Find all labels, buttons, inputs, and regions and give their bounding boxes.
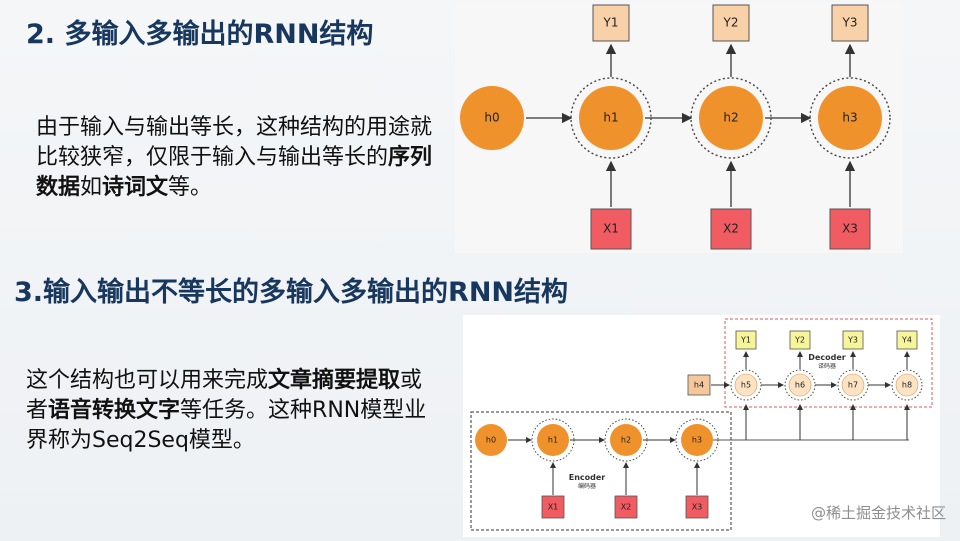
decoder-output-label-y4: Y4 bbox=[901, 336, 912, 345]
output-label-y3: Y3 bbox=[842, 16, 858, 30]
encoder-ring-h3 bbox=[675, 418, 719, 462]
input-box-x1 bbox=[590, 208, 632, 250]
decoder-subtitle: 译码器 bbox=[818, 362, 836, 370]
encoder-input-x2 bbox=[614, 495, 638, 519]
section-3-title: 3.输入输出不等长的多输入多输出的RNN结构 bbox=[14, 277, 569, 308]
input-label-x1: X1 bbox=[603, 222, 619, 236]
section-3-paragraph-segment-emphasis: 文章摘要提取 bbox=[268, 368, 401, 393]
encoder-node-h0 bbox=[475, 424, 507, 456]
encoder-subtitle: 编码器 bbox=[578, 482, 596, 490]
encoder-node-h2 bbox=[610, 424, 642, 456]
input-label-x3: X3 bbox=[842, 222, 858, 236]
encoder-node-h1 bbox=[537, 424, 569, 456]
decoder-node-h7 bbox=[841, 373, 865, 397]
decoder-output-label-y2: Y2 bbox=[794, 336, 805, 345]
encoder-node-label-h3: h3 bbox=[692, 436, 702, 445]
decoder-context-label: h4 bbox=[694, 381, 704, 390]
decoder-ring-h8 bbox=[891, 369, 923, 401]
encoder-node-label-h2: h2 bbox=[621, 436, 631, 445]
output-label-y2: Y2 bbox=[723, 16, 739, 30]
output-label-y1: Y1 bbox=[603, 16, 619, 30]
decoder-node-label-h8: h8 bbox=[902, 381, 912, 390]
decoder-ring-h6 bbox=[784, 369, 816, 401]
decoder-context-h4 bbox=[687, 374, 711, 396]
encoder-ring-h1 bbox=[531, 418, 575, 462]
section-2-paragraph: 由于输入与输出等长，这种结构的用途就比较狭窄，仅限于输入与输出等长的序列数据如诗… bbox=[36, 113, 441, 203]
decoder-box bbox=[724, 318, 933, 408]
encoder-node-label-h1: h1 bbox=[548, 436, 558, 445]
section-3-paragraph-segment: 或者 bbox=[26, 368, 423, 423]
decoder-output-y4 bbox=[896, 330, 918, 350]
hidden-node-h2 bbox=[699, 86, 763, 150]
decoder-output-label-y1: Y1 bbox=[740, 336, 751, 345]
decoder-node-h8 bbox=[895, 373, 919, 397]
hidden-node-label-h0: h0 bbox=[484, 111, 499, 125]
encoder-input-x1 bbox=[541, 495, 565, 519]
encoder-input-label-x2: X2 bbox=[621, 503, 632, 512]
section-2-paragraph-segment-emphasis: 诗词文 bbox=[102, 175, 169, 200]
watermark: @稀土掘金技术社区 bbox=[810, 504, 946, 522]
section-2-paragraph-segment: 等。 bbox=[168, 175, 213, 200]
hidden-node-ring-h3 bbox=[809, 77, 891, 159]
encoder-title: Encoder bbox=[569, 473, 606, 482]
encoder-input-label-x1: X1 bbox=[548, 503, 559, 512]
hidden-node-label-h2: h2 bbox=[723, 111, 738, 125]
section-2-paragraph-segment-emphasis: 序列数据 bbox=[36, 145, 433, 200]
encoder-node-h3 bbox=[681, 424, 713, 456]
decoder-node-label-h5: h5 bbox=[741, 381, 751, 390]
decoder-output-label-y3: Y3 bbox=[847, 336, 858, 345]
section-3-paragraph-segment-emphasis: 语音转换文字 bbox=[48, 398, 181, 423]
decoder-node-label-h6: h6 bbox=[795, 381, 805, 390]
hidden-node-h0 bbox=[460, 86, 524, 150]
output-box-y2 bbox=[712, 4, 750, 42]
decoder-node-h5 bbox=[734, 373, 758, 397]
input-box-x3 bbox=[829, 208, 871, 250]
encoder-ring-h2 bbox=[604, 418, 648, 462]
decoder-title: Decoder bbox=[808, 353, 845, 362]
input-label-x2: X2 bbox=[723, 222, 739, 236]
section-3-paragraph: 这个结构也可以用来完成文章摘要提取或者语音转换文字等任务。这种RNN模型业界称为… bbox=[26, 366, 431, 456]
decoder-output-y1 bbox=[735, 330, 757, 350]
section-2-title: 2. 多输入多输出的RNN结构 bbox=[26, 19, 374, 50]
decoder-output-y3 bbox=[842, 330, 864, 350]
decoder-ring-h5 bbox=[730, 369, 762, 401]
section-3-paragraph-segment: 等任务。这种RNN模型业界称为Seq2Seq模型。 bbox=[26, 398, 427, 453]
input-box-x2 bbox=[710, 208, 752, 250]
hidden-node-h1 bbox=[579, 86, 643, 150]
encoder-input-label-x3: X3 bbox=[692, 503, 703, 512]
section-2-paragraph-segment: 如 bbox=[80, 175, 103, 200]
encoder-box bbox=[470, 411, 732, 531]
encoder-node-label-h0: h0 bbox=[486, 436, 496, 445]
encoder-input-x3 bbox=[685, 495, 709, 519]
decoder-node-h6 bbox=[788, 373, 812, 397]
hidden-node-h3 bbox=[818, 86, 882, 150]
hidden-node-ring-h2 bbox=[690, 77, 772, 159]
output-box-y3 bbox=[831, 4, 869, 42]
hidden-node-ring-h1 bbox=[570, 77, 652, 159]
section-3-paragraph-segment: 这个结构也可以用来完成 bbox=[26, 368, 269, 393]
output-box-y1 bbox=[592, 4, 630, 42]
section-2-paragraph-segment: 由于输入与输出等长，这种结构的用途就比较狭窄，仅限于输入与输出等长的 bbox=[36, 115, 433, 170]
decoder-node-label-h7: h7 bbox=[848, 381, 858, 390]
hidden-node-label-h1: h1 bbox=[603, 111, 618, 125]
decoder-ring-h7 bbox=[837, 369, 869, 401]
decoder-output-y2 bbox=[789, 330, 811, 350]
hidden-node-label-h3: h3 bbox=[842, 111, 857, 125]
